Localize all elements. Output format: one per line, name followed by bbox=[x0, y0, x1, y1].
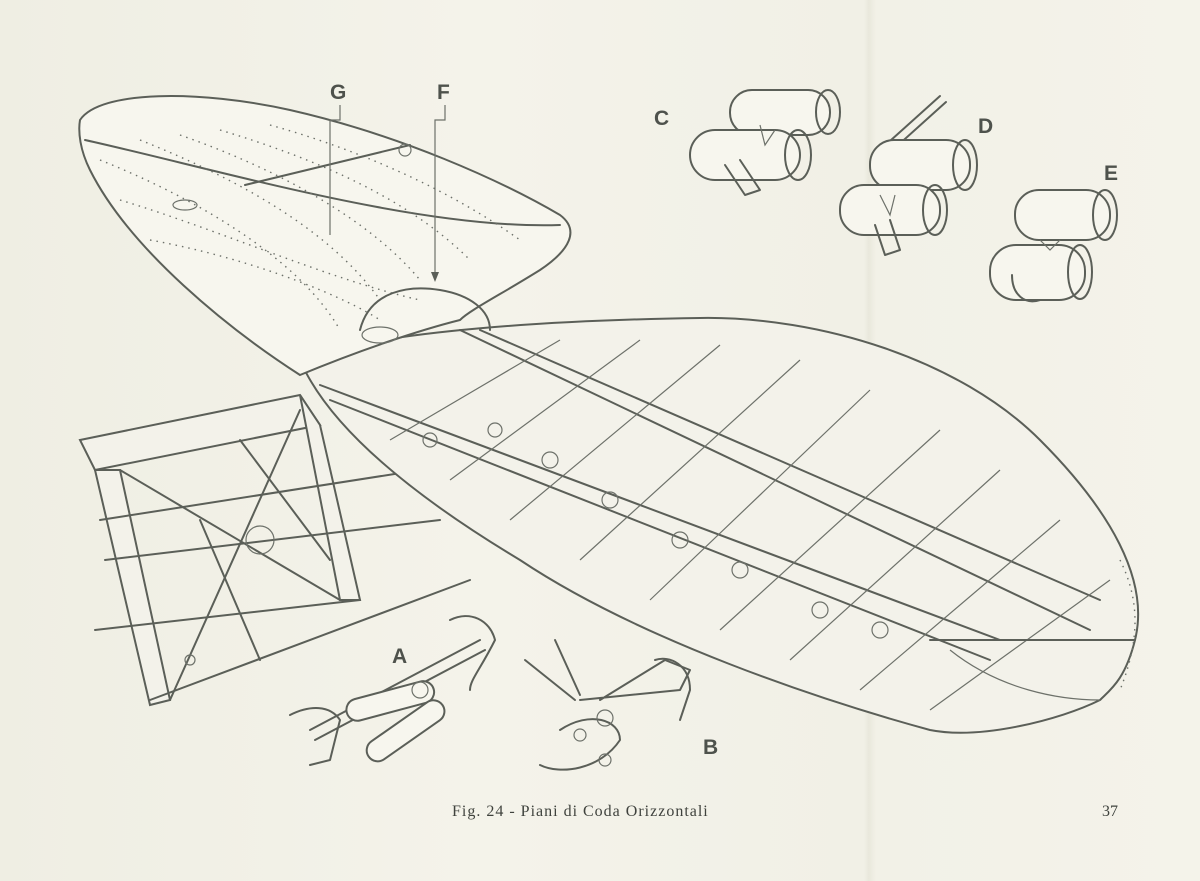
label-e: E bbox=[1104, 162, 1119, 185]
figure-caption: Fig. 24 - Piani di Coda Orizzontali bbox=[452, 803, 709, 820]
label-c: C bbox=[654, 107, 670, 130]
detail-c-fitting bbox=[689, 89, 841, 196]
detail-e-fitting bbox=[989, 189, 1118, 303]
detail-d-fitting bbox=[839, 95, 978, 256]
label-d: D bbox=[978, 115, 994, 138]
fuselage-truss bbox=[78, 393, 471, 707]
detail-a-fitting bbox=[289, 615, 496, 766]
stabilizer-skinned bbox=[78, 95, 572, 377]
page-number: 37 bbox=[1102, 803, 1118, 820]
detail-b-fitting bbox=[524, 639, 691, 771]
stabilizer-frame bbox=[298, 316, 1140, 734]
label-b: B bbox=[703, 736, 719, 759]
label-f: F bbox=[437, 81, 450, 104]
label-g: G bbox=[330, 81, 347, 104]
label-a: A bbox=[392, 645, 408, 668]
